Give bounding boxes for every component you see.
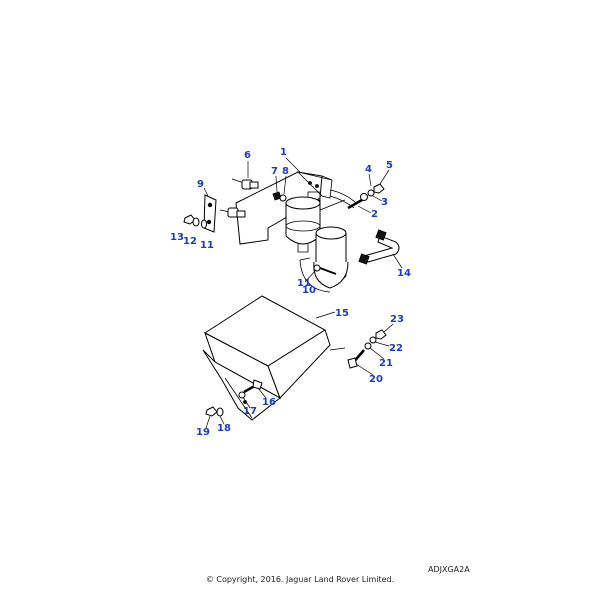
fixings-right — [347, 183, 385, 210]
rubber-mount-lower — [219, 207, 246, 218]
callout-4: 4 — [365, 164, 372, 175]
callout-6: 6 — [244, 150, 251, 161]
diagram-reference-code: ADJXGA2A — [428, 565, 470, 574]
callout-21: 21 — [379, 358, 393, 369]
callout-20: 20 — [369, 374, 383, 385]
callout-10: 10 — [302, 285, 316, 296]
fixings-16-17 — [238, 379, 263, 399]
fixings-18-19 — [205, 406, 224, 417]
callout-2: 2 — [371, 209, 378, 220]
callout-9: 9 — [197, 179, 204, 190]
fixings-20-23 — [329, 329, 387, 369]
callout-labels: 1 2 3 4 5 6 7 8 9 10 11 11 12 13 14 15 1… — [170, 147, 411, 438]
callout-18: 18 — [217, 423, 231, 434]
callout-11-pump: 11 — [297, 278, 311, 289]
callout-23: 23 — [390, 314, 404, 325]
callout-19: 19 — [196, 427, 210, 438]
callout-17: 17 — [243, 406, 257, 417]
callout-7: 7 — [271, 166, 278, 177]
callout-5: 5 — [386, 160, 393, 171]
plate-9 — [203, 194, 217, 233]
rubber-mount-6 — [231, 178, 259, 190]
cover-15 — [202, 295, 331, 421]
fixings-7-8 — [272, 191, 287, 202]
callout-3: 3 — [381, 197, 388, 208]
callout-1: 1 — [280, 147, 287, 158]
callout-16: 16 — [262, 397, 276, 408]
callout-14: 14 — [397, 268, 411, 279]
callout-8: 8 — [282, 166, 289, 177]
leader-lines — [203, 157, 403, 429]
callout-15: 15 — [335, 308, 349, 319]
copyright-notice: © Copyright, 2016. Jaguar Land Rover Lim… — [205, 575, 395, 584]
callout-11-left: 11 — [200, 240, 214, 251]
callout-12: 12 — [183, 236, 197, 247]
callout-13: 13 — [170, 232, 184, 243]
fixings-left — [183, 214, 207, 229]
fuel-pump — [299, 226, 349, 293]
fuel-pipe-14 — [358, 229, 400, 265]
callout-22: 22 — [389, 343, 403, 354]
fuel-filter — [285, 196, 346, 253]
